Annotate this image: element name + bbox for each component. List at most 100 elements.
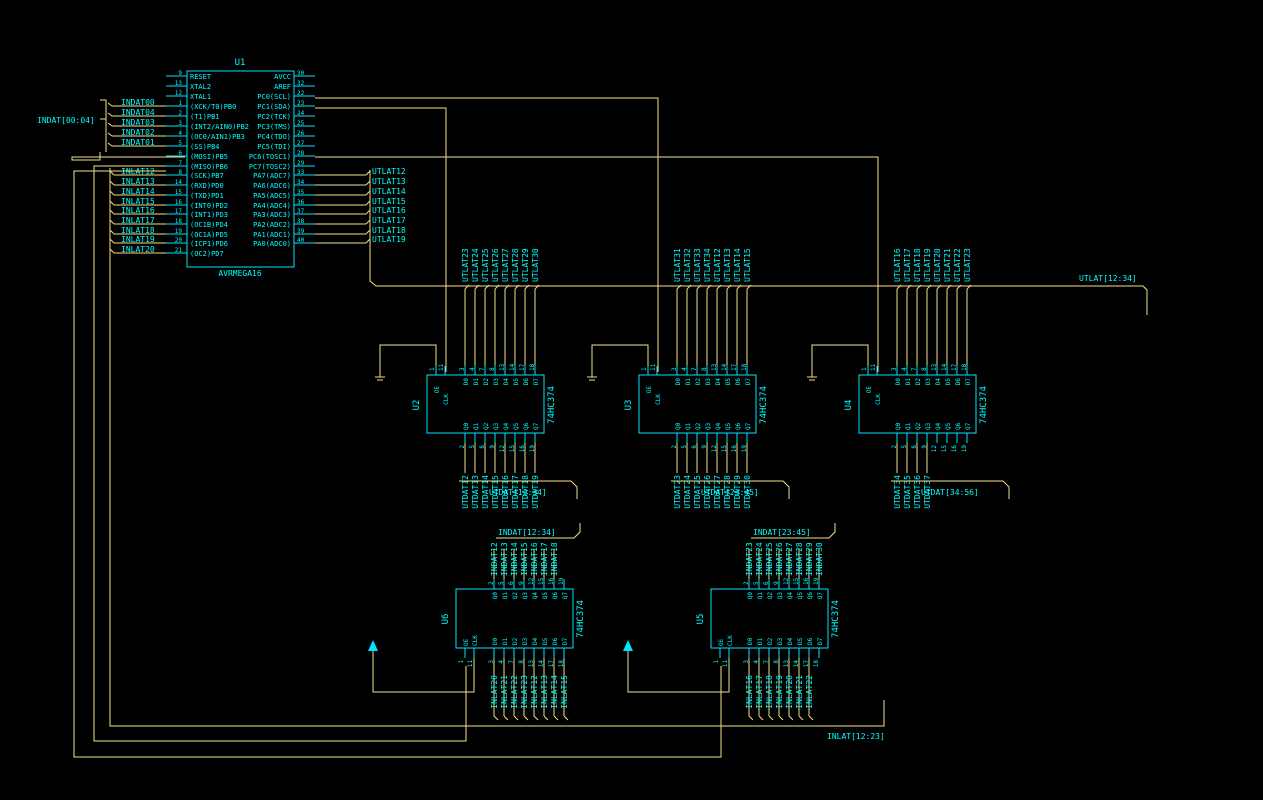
pin-num: 5 (498, 581, 505, 585)
undefined: 27 (297, 140, 305, 147)
pin-name: D6 (552, 637, 559, 645)
latch-u6-clk-wire (372, 644, 475, 693)
undefined: 29 (297, 160, 305, 167)
latch-u3-q-bus-label: UTDAT[23:45] (701, 488, 759, 497)
pin-name: D4 (503, 378, 510, 386)
latch-u5-ref: U5 (696, 614, 706, 625)
bus-entry (936, 284, 942, 290)
net-label: INLAT14 (550, 675, 559, 709)
bus-entry (956, 284, 962, 290)
u1-pin-name: (OC1A)PD5 (190, 231, 228, 239)
pin-name: D2 (695, 378, 702, 386)
net-label: UTDAT19 (531, 475, 540, 509)
net-label: INLAT22 (510, 675, 519, 709)
pin-num: 18 (529, 363, 536, 371)
pin-num: 6 (911, 445, 918, 449)
undefined: 25 (297, 120, 305, 127)
undefined: 38 (297, 218, 305, 225)
bus-entry (726, 284, 732, 290)
pin-name: D7 (562, 637, 569, 645)
pin-num: 15 (941, 445, 948, 453)
pin-name: Q6 (807, 592, 814, 600)
bus-entry (474, 284, 480, 290)
undefined: 32 (297, 80, 305, 87)
pin-name: Q6 (523, 422, 530, 430)
u1-pin-name: RESET (190, 73, 212, 81)
bus-entry (736, 284, 742, 290)
net-label: INDAT14 (510, 542, 519, 576)
bus-entry (524, 284, 530, 290)
latch-u6-q-bus-label: INDAT[12:34] (498, 528, 556, 537)
bus-entry (706, 284, 712, 290)
pin-name: D7 (533, 378, 540, 386)
net-label: INDAT15 (520, 542, 529, 576)
pin-num: 13 (711, 363, 718, 371)
pin-num: 19 (813, 577, 820, 585)
bus-entry (758, 715, 764, 721)
u1-pin-name: PA5(ADC5) (253, 192, 291, 200)
pin-name: Q3 (522, 592, 529, 600)
u1-body (186, 70, 295, 268)
undefined: 33 (297, 169, 305, 176)
pin-num: 18 (558, 660, 565, 668)
wire-u6-oe (93, 165, 467, 742)
undefined: 39 (297, 228, 305, 235)
pin-num: 18 (813, 660, 820, 668)
net-label: UTLAT16 (893, 248, 902, 282)
pin-num: 1 (458, 660, 465, 664)
bus-entry (514, 284, 520, 290)
pin-name: OE (463, 638, 470, 646)
latch-u4-part: 74HC374 (979, 386, 989, 424)
bus-entry (563, 715, 569, 721)
pin-num: 19 (961, 445, 968, 453)
pin-name: D1 (502, 637, 509, 645)
net-label: INLAT17 (121, 216, 155, 225)
pin-num: 5 (753, 581, 760, 585)
undefined: 40 (297, 237, 305, 244)
net-label: INDAT17 (540, 542, 549, 576)
u1-pin-num: 3 (178, 120, 182, 127)
undefined: 37 (297, 208, 305, 215)
pin-num: 13 (783, 660, 790, 668)
net-label: INDAT30 (815, 542, 824, 576)
u1-pin-name: PA7(ADC7) (253, 172, 291, 180)
pin-num: 7 (508, 660, 515, 664)
pin-num: 6 (508, 581, 515, 585)
pin-name: CLK (472, 635, 479, 646)
bus-entry (109, 248, 115, 254)
u1-pin-num: 18 (175, 218, 183, 225)
u1-pin-num: 21 (175, 247, 183, 254)
pin-num: 9 (921, 445, 928, 449)
pin-num: 6 (763, 581, 770, 585)
u1-pin-name: PC1(SDA) (257, 103, 291, 111)
utlat-bus (369, 170, 1148, 315)
u1-pin-name: PC6(TOSC1) (249, 153, 291, 161)
indat-bus (100, 99, 107, 152)
pin-num: 1 (429, 367, 436, 371)
net-label: INLAT17 (755, 675, 764, 709)
latch-u6-ref: U6 (441, 614, 451, 625)
pin-name: Q3 (777, 592, 784, 600)
undefined: 23 (297, 100, 305, 107)
net-label: INLAT13 (121, 177, 155, 186)
latch-u3-part: 74HC374 (759, 386, 769, 424)
latch-u4-q-bus-label: UTDAT[34:56] (921, 488, 979, 497)
u1-pin-num: 5 (178, 140, 182, 147)
pin-name: Q6 (955, 422, 962, 430)
u1-pin-name: (ICP1)PD6 (190, 240, 228, 248)
net-label: INDAT13 (500, 542, 509, 576)
net-label: INDAT02 (121, 128, 155, 137)
net-label: INLAT21 (795, 675, 804, 709)
wire-clk-u3 (315, 97, 659, 372)
net-label: UTLAT24 (471, 248, 480, 282)
pin-name: D6 (955, 378, 962, 386)
pin-name: Q2 (512, 592, 519, 600)
bus-entry (107, 112, 113, 117)
u1-pin-num: 15 (175, 189, 183, 196)
net-label: UTLAT32 (683, 248, 692, 282)
pin-num: 2 (488, 581, 495, 585)
net-label: UTDAT15 (491, 475, 500, 509)
pin-num: 13 (499, 363, 506, 371)
latch-u2-oe-wire (379, 344, 437, 377)
net-label: UTDAT24 (683, 475, 692, 509)
